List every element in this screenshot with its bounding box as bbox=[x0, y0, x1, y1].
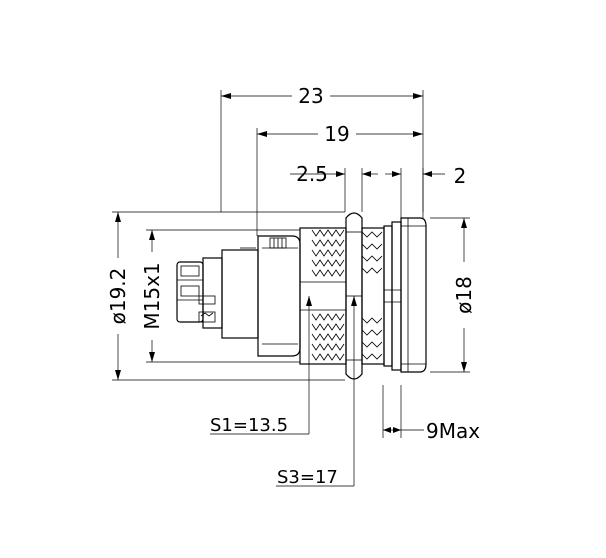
panel-max-label: 9Max bbox=[426, 419, 480, 443]
rear-thickness-label: 2 bbox=[454, 164, 467, 188]
dim-front-diameter: ø18 bbox=[430, 217, 476, 373]
hex-nut bbox=[345, 212, 363, 380]
dim-overall-length: 23 bbox=[220, 84, 424, 212]
front-diameter-label: ø18 bbox=[452, 276, 476, 314]
outer-diameter-label: ø19.2 bbox=[106, 268, 130, 325]
overall-length-label: 23 bbox=[298, 84, 323, 108]
panel-thread bbox=[361, 227, 385, 365]
flange-offset-label: 2.5 bbox=[296, 162, 328, 186]
dim-flange-offset: 2.5 bbox=[290, 162, 378, 212]
dim-panel-max: 9Max bbox=[382, 385, 480, 443]
front-flange bbox=[400, 217, 427, 373]
wrench-s3-label: S3=17 bbox=[277, 467, 338, 488]
dim-body-length: 19 bbox=[256, 122, 423, 236]
washer bbox=[383, 221, 402, 371]
leader-s1: S1=13.5 bbox=[210, 296, 312, 436]
dim-rear-thickness: 2 bbox=[385, 164, 466, 218]
thread-section bbox=[299, 227, 347, 365]
dim-thread: M15x1 bbox=[140, 229, 300, 363]
thread-label: M15x1 bbox=[140, 262, 164, 329]
body-length-label: 19 bbox=[324, 122, 349, 146]
dim-outer-diameter: ø19.2 bbox=[106, 211, 345, 381]
connector-body bbox=[176, 235, 301, 357]
wrench-s1-label: S1=13.5 bbox=[210, 415, 288, 436]
leader-s3: S3=17 bbox=[276, 296, 357, 488]
